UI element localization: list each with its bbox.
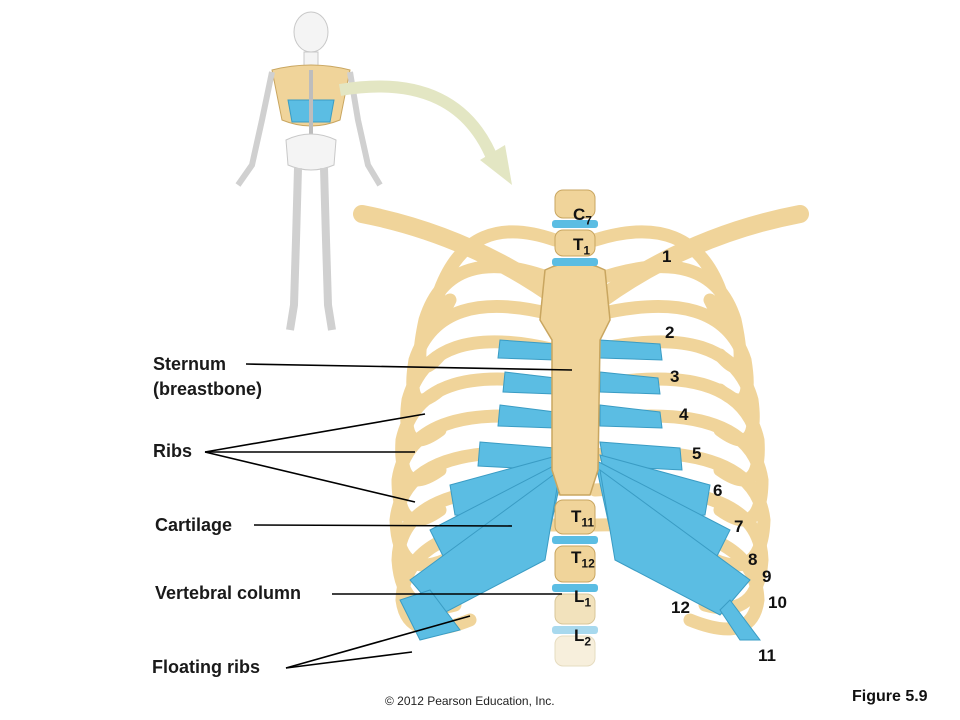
cartilage-leader bbox=[253, 524, 513, 527]
label-vertebral-column: Vertebral column bbox=[155, 583, 302, 603]
rib-number-1: 1 bbox=[662, 247, 672, 266]
vertebral-column bbox=[552, 189, 598, 667]
rib-number-4: 4 bbox=[679, 405, 689, 424]
vertebra-label-t12: T12 bbox=[571, 548, 595, 571]
rib-number-3: 3 bbox=[670, 367, 680, 386]
label-floating-ribs: Floating ribs bbox=[152, 657, 260, 677]
ribs-leader-bottom bbox=[204, 451, 416, 503]
label-ribs: Ribs bbox=[153, 441, 193, 461]
ribs-leader-top bbox=[204, 413, 426, 453]
label-cartilage: Cartilage bbox=[155, 515, 233, 535]
rib-number-5: 5 bbox=[692, 444, 702, 463]
rib-number-11: 11 bbox=[758, 646, 776, 665]
floating-ribs-leader-top bbox=[285, 615, 471, 669]
rib-number-6: 6 bbox=[713, 481, 723, 500]
rib-number-8: 8 bbox=[748, 550, 758, 569]
label-sternum: Sternum bbox=[153, 354, 227, 374]
leader-lines bbox=[204, 363, 573, 669]
vertebra-label-t11: T11 bbox=[571, 507, 595, 530]
label-breastbone: (breastbone) bbox=[153, 379, 263, 399]
figure-caption: Figure 5.9 bbox=[852, 688, 928, 705]
rib-number-12: 12 bbox=[671, 598, 690, 617]
vertebra-label-t1: T1 bbox=[573, 235, 591, 258]
sternum-leader bbox=[245, 363, 573, 371]
vertebra-label-l1: L1 bbox=[574, 587, 592, 610]
vertebra-label-c7: C7 bbox=[573, 205, 592, 228]
floating-ribs-leader-bottom bbox=[285, 651, 413, 669]
copyright-text: © 2012 Pearson Education, Inc. bbox=[385, 694, 555, 708]
vertebra-label-l2: L2 bbox=[574, 626, 592, 649]
rib-number-10: 10 bbox=[768, 593, 787, 612]
rib-number-9: 9 bbox=[762, 567, 772, 586]
skeleton-thumbnail bbox=[235, 11, 383, 331]
pointer-arrow bbox=[339, 80, 512, 185]
rib-number-2: 2 bbox=[665, 323, 675, 342]
rib-number-7: 7 bbox=[734, 517, 744, 536]
rib-cage bbox=[353, 189, 809, 667]
